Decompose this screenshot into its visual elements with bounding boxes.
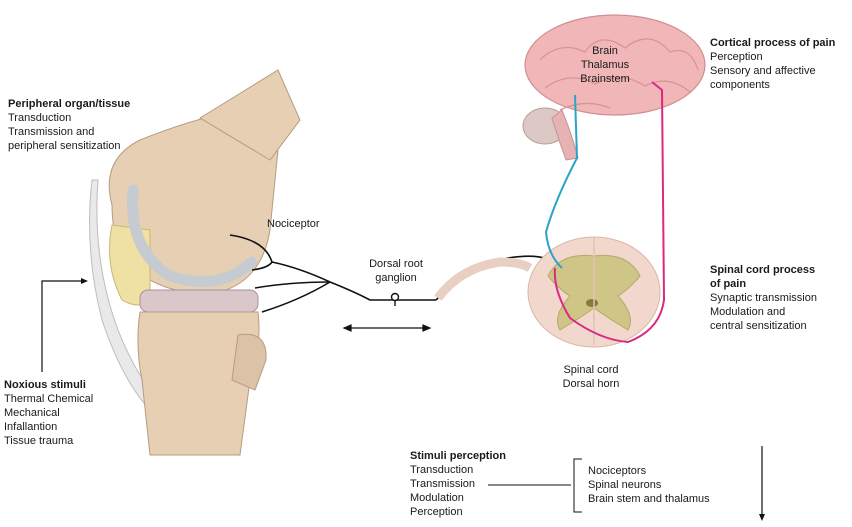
brain-line: Brainstem (566, 72, 644, 86)
noxious-line: Tissue trauma (4, 434, 93, 448)
drg-line: Dorsal root (356, 257, 436, 271)
spinal-cord-label: Spinal cord Dorsal horn (548, 363, 634, 391)
spinal-process-line: central sensitization (710, 319, 817, 333)
spinal-process-label: Spinal cord process of pain Synaptic tra… (710, 263, 817, 333)
noxious-line: Mechanical (4, 406, 93, 420)
peripheral-label: Peripheral organ/tissue Transduction Tra… (8, 97, 130, 153)
fibula (232, 334, 266, 390)
spinal-process-line: Synaptic transmission (710, 291, 817, 305)
cortical-line: components (710, 78, 835, 92)
drg-label: Dorsal root ganglion (356, 257, 436, 285)
brain (523, 15, 705, 160)
stimuli-line: Perception (410, 505, 506, 519)
spinal-process-line: Modulation and (710, 305, 817, 319)
noxious-line: Infallantion (4, 420, 93, 434)
peripheral-line: Transduction (8, 111, 130, 125)
relay-line: Nociceptors (588, 464, 710, 478)
cortical-line: Perception (710, 50, 835, 64)
spinal-cord-line: Spinal cord (548, 363, 634, 377)
spinal-process-title: Spinal cord process (710, 263, 817, 277)
brain-line: Brain (566, 44, 644, 58)
relay-line: Spinal neurons (588, 478, 710, 492)
stimuli-line: Transduction (410, 463, 506, 477)
double-arrow (344, 325, 430, 331)
stimuli-line: Transmission (410, 477, 506, 491)
spinal-process-title: of pain (710, 277, 817, 291)
brain-label: Brain Thalamus Brainstem (566, 44, 644, 86)
cortical-label: Cortical process of pain Perception Sens… (710, 36, 835, 92)
cortical-title: Cortical process of pain (710, 36, 835, 50)
stimulus-arrow (42, 281, 84, 372)
peripheral-line: Transmission and (8, 125, 130, 139)
nociceptor-label: Nociceptor (267, 217, 320, 231)
peripheral-title: Peripheral organ/tissue (8, 97, 130, 111)
drg-line: ganglion (356, 271, 436, 285)
stimuli-title: Stimuli perception (410, 449, 506, 463)
brain-line: Thalamus (566, 58, 644, 72)
spinal-cord-line: Dorsal horn (548, 377, 634, 391)
cortical-line: Sensory and affective (710, 64, 835, 78)
dorsal-root-ganglion-marker (392, 294, 399, 301)
noxious-line: Thermal Chemical (4, 392, 93, 406)
relay-bracket (574, 459, 582, 512)
meniscus (140, 290, 258, 312)
peripheral-line: peripheral sensitization (8, 139, 130, 153)
stimuli-perception-label: Stimuli perception Transduction Transmis… (410, 449, 506, 519)
spinal-cord-section (438, 237, 660, 347)
noxious-label: Noxious stimuli Thermal Chemical Mechani… (4, 378, 93, 448)
relay-label: Nociceptors Spinal neurons Brain stem an… (588, 464, 710, 506)
noxious-title: Noxious stimuli (4, 378, 93, 392)
relay-line: Brain stem and thalamus (588, 492, 710, 506)
stimuli-line: Modulation (410, 491, 506, 505)
